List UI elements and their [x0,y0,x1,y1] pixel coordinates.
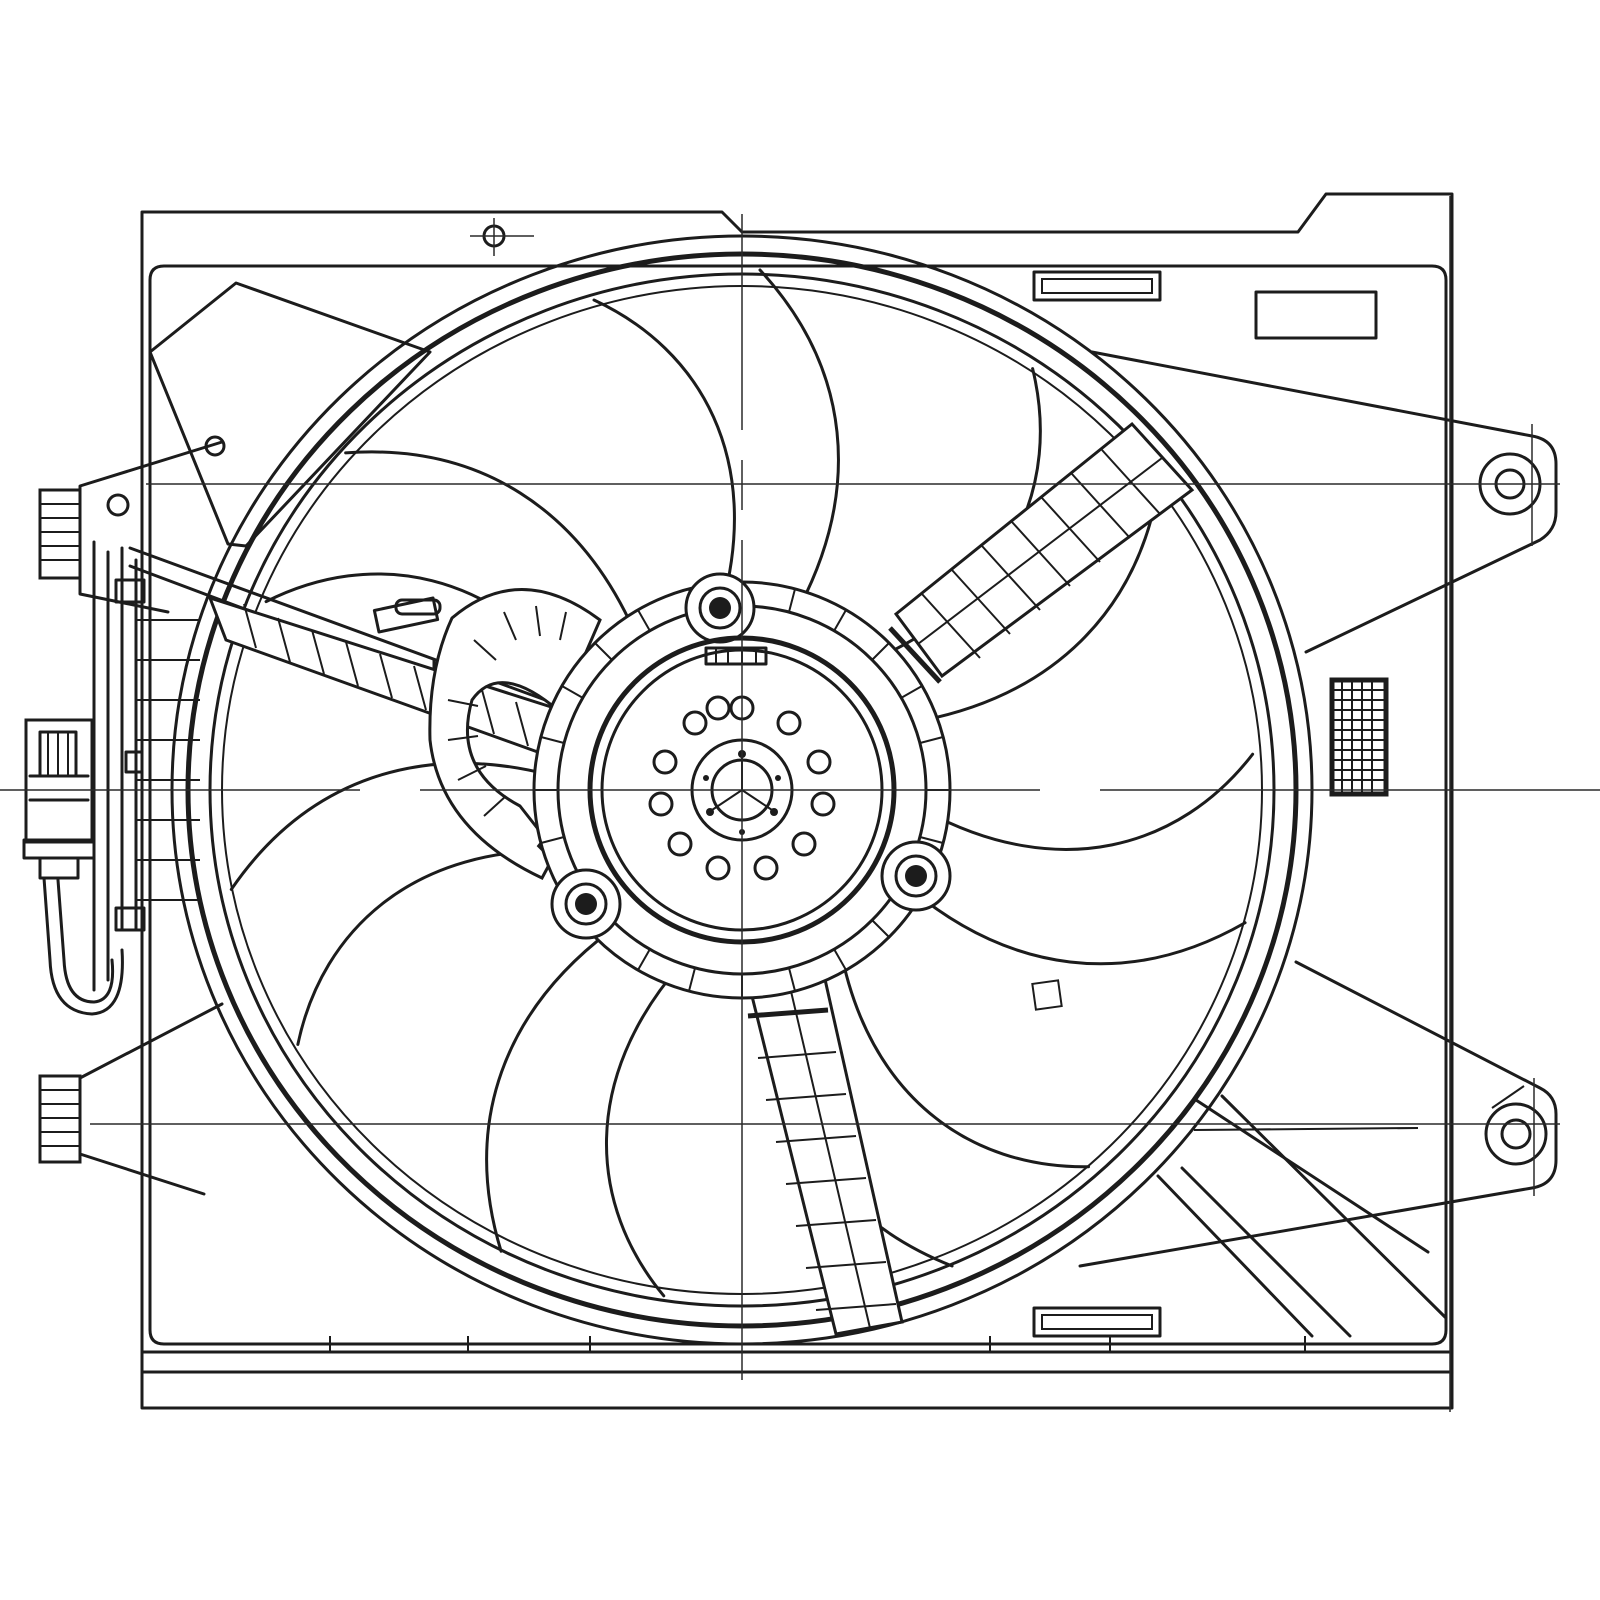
motor-support-spoke [744,964,904,1336]
fan-blade [592,268,840,608]
motor-mount-boss [684,572,756,644]
label-plates [1032,270,1389,1338]
motor-mount-boss [550,868,622,940]
label-plate [1254,290,1378,340]
flange-tick-marks [329,1336,1306,1352]
label-plate [1032,1306,1162,1338]
fan-shroud-frame [140,192,1454,1410]
fan-blade [485,929,683,1298]
electrical-connector [22,718,96,880]
left-gusset-plate [148,281,432,548]
locating-hole [470,218,534,256]
motor-support-spoke [888,421,1195,684]
fan-blade [907,752,1255,966]
mounting-ear [38,440,224,614]
mounting-ear [38,1002,224,1196]
centre-lines [0,196,1600,1412]
shroud-ribs [1156,1094,1448,1338]
motor-mount-boss [880,840,952,912]
mounting-ear [1078,960,1558,1268]
label-plate [1329,677,1389,797]
motor-support-spokes [207,421,1195,1336]
mounting-ears [38,350,1558,1268]
label-plate [1032,270,1162,302]
